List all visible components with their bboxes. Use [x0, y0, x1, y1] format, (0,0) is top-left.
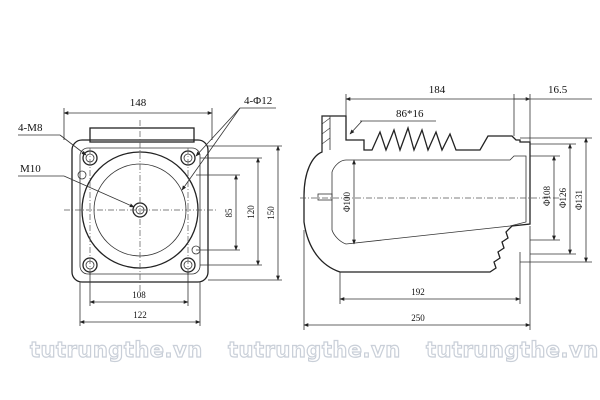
leader-4m8 — [59, 134, 87, 156]
mount-hole-left — [77, 170, 87, 180]
side-flange-wall — [321, 116, 331, 152]
side-bolt-stub — [317, 193, 333, 201]
front-view: 148 4-M8 4-Φ12 M10 85 120 150 108 — [18, 95, 282, 326]
dim-m10-label: M10 — [20, 163, 41, 175]
dim-150-label: 150 — [266, 206, 276, 220]
dim-192-label: 192 — [411, 287, 425, 297]
dim-250-label: 250 — [411, 313, 425, 323]
dim-85-label: 85 — [224, 208, 234, 218]
watermark-text-2: tutrungthe.vn — [228, 338, 401, 362]
dim-120-label: 120 — [246, 205, 256, 219]
side-view: 184 16.5 86*16 Φ100 Φ108 Φ126 Φ131 192 — [300, 84, 592, 330]
dim-148-label: 148 — [130, 97, 147, 109]
side-inner-bore — [331, 155, 527, 245]
dim-phi100-label: Φ100 — [342, 191, 352, 212]
dim-4phi12-label: 4-Φ12 — [244, 95, 272, 107]
dim-122-label: 122 — [133, 310, 147, 320]
leader-4phi12-a — [195, 107, 241, 157]
hatch-1 — [321, 117, 331, 125]
hatch-3 — [321, 137, 331, 145]
dim-86x16-label: 86*16 — [396, 108, 424, 120]
dim-phi131-label: Φ131 — [574, 190, 584, 210]
watermark-text-3: tutrungthe.vn — [426, 338, 599, 362]
dim-4m8-label: 4-M8 — [18, 122, 43, 134]
front-top-boss — [89, 127, 195, 143]
leader-m10 — [63, 175, 135, 208]
watermark-text-1: tutrungthe.vn — [30, 338, 203, 362]
dim-phi126-label: Φ126 — [558, 187, 568, 208]
dim-184-label: 184 — [429, 84, 446, 96]
side-outer-profile — [303, 115, 531, 273]
leader-86x16 — [349, 120, 363, 135]
dim-108-label: 108 — [132, 290, 146, 300]
watermark: tutrungthe.vn tutrungthe.vn tutrungthe.v… — [29, 337, 599, 362]
dim-16-5-label: 16.5 — [548, 84, 568, 96]
hatch-2 — [321, 127, 331, 135]
leader-4phi12-b — [181, 107, 241, 191]
dim-phi108-label: Φ108 — [542, 185, 552, 206]
